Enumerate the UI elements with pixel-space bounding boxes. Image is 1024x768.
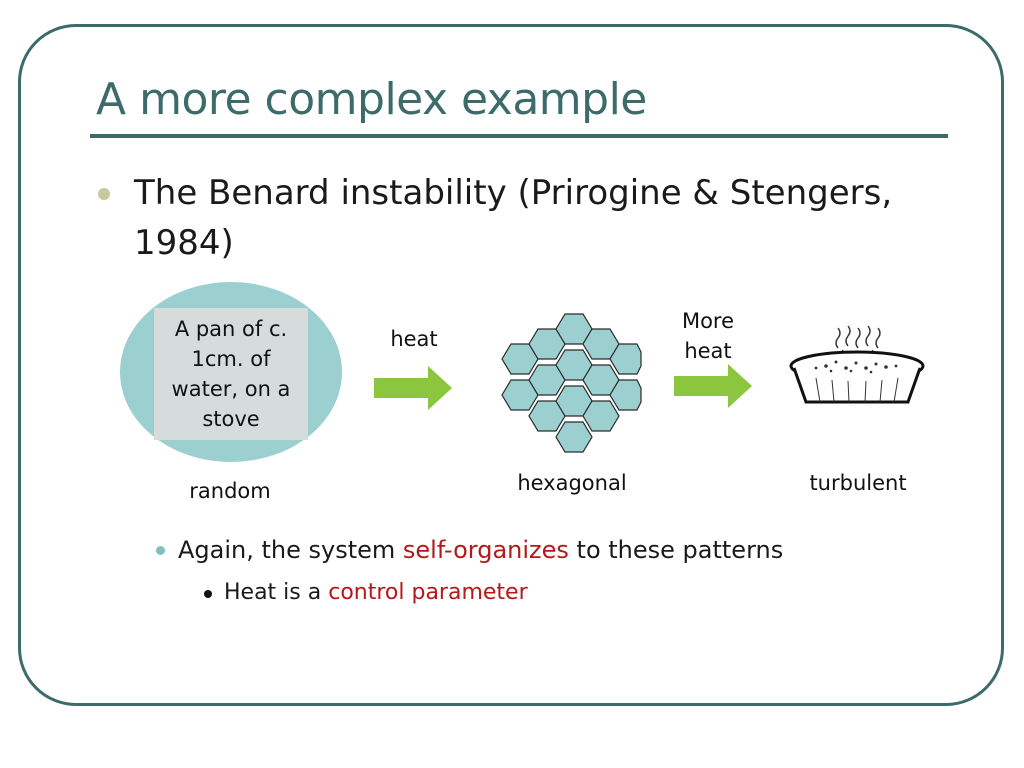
label-random: random bbox=[189, 479, 271, 503]
bullet-dot bbox=[98, 188, 110, 200]
arrow2-label-line: More bbox=[681, 309, 735, 333]
main-bullet-text: The Benard instability (Prirogine & Sten… bbox=[134, 173, 893, 263]
sub-bullet-text-before: Again, the system bbox=[178, 536, 403, 564]
pan-text-line: stove bbox=[202, 407, 260, 431]
sub-bullet-text-after: to these patterns bbox=[568, 536, 784, 564]
boiling-pot-icon bbox=[789, 325, 925, 404]
sub-bullet-text: Again, the system self-organizes to thes… bbox=[178, 536, 783, 564]
sub-sub-bullet-highlight: control parameter bbox=[328, 580, 528, 605]
arrow2-label-line: heat bbox=[684, 339, 732, 363]
pan-text-line: water, on a bbox=[171, 377, 291, 401]
pan-text-line: A pan of c. bbox=[174, 317, 288, 341]
sub-bullet-dot bbox=[156, 546, 165, 555]
arrow1-label: heat bbox=[390, 327, 438, 351]
sub-sub-bullet-text: Heat is a control parameter bbox=[224, 580, 528, 605]
sub-bullet-highlight: self-organizes bbox=[402, 536, 569, 564]
hexagon-pattern-icon bbox=[501, 313, 642, 453]
arrow2-label: More heat bbox=[668, 306, 748, 366]
label-turbulent: turbulent bbox=[809, 471, 907, 495]
pan-description-box: A pan of c. 1cm. of water, on a stove bbox=[154, 308, 308, 440]
sub-sub-bullet-text-before: Heat is a bbox=[224, 580, 329, 605]
sub-sub-bullet-dot bbox=[204, 590, 212, 598]
right-arrow-icon bbox=[674, 364, 752, 408]
right-arrow-icon bbox=[374, 366, 452, 410]
slide-frame bbox=[18, 24, 1004, 706]
pan-text-line: 1cm. of bbox=[191, 347, 271, 371]
label-hexagonal: hexagonal bbox=[517, 471, 627, 495]
title-rule bbox=[90, 134, 948, 138]
slide-title: A more complex example bbox=[96, 74, 647, 125]
